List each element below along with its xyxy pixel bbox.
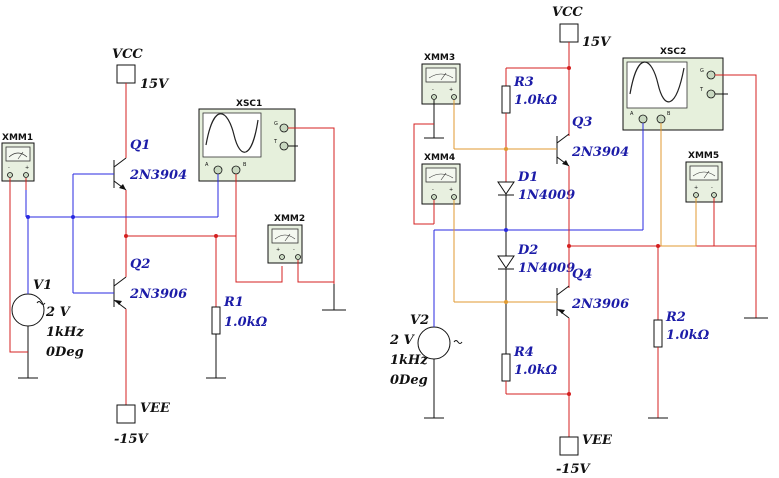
svg-text:+: + (276, 247, 280, 253)
right-v2-amp: 2 V (389, 333, 416, 348)
right-xmm4-multimeter[interactable]: XMM4 - + (421, 153, 461, 205)
svg-text:T: T (699, 87, 704, 93)
right-vcc-label: VCC (552, 5, 583, 20)
right-r3-ref: R3 (513, 75, 534, 90)
right-q3-ref: Q3 (572, 115, 592, 130)
right-r4-resistor[interactable]: R4 1.0kΩ (501, 345, 558, 394)
left-v1-freq: 1kHz (46, 325, 84, 340)
left-v1-phase: 0Deg (46, 345, 84, 360)
left-xmm1-multimeter[interactable]: XMM1 - + (1, 133, 35, 182)
left-v1-amp: 2 V (45, 305, 72, 320)
right-d1-diode[interactable]: D1 1N4009 (497, 170, 575, 203)
svg-text:+: + (449, 187, 453, 193)
right-xmm3-multimeter[interactable]: XMM3 - + (421, 53, 461, 105)
left-vee-label: VEE (140, 401, 171, 416)
svg-text:B: B (667, 111, 671, 117)
right-d1-ref: D1 (517, 170, 538, 185)
left-v1-source[interactable]: V1 2 V 1kHz 0Deg (11, 217, 84, 379)
right-v2-ref: V2 (410, 313, 429, 328)
svg-text:T: T (273, 139, 278, 145)
left-r1-resistor[interactable]: R1 1.0kΩ (206, 236, 268, 379)
right-q3-part: 2N3904 (571, 145, 629, 160)
svg-text:+: + (694, 185, 698, 191)
left-xmm1-label: XMM1 (2, 133, 33, 143)
left-vcc-value: 15V (140, 77, 170, 92)
right-r2-ref: R2 (665, 310, 686, 325)
right-d2-ref: D2 (517, 243, 538, 258)
left-q1-ref: Q1 (130, 138, 150, 153)
right-xmm5-multimeter[interactable]: XMM5 + - (685, 151, 723, 203)
left-xmm2-label: XMM2 (274, 214, 305, 224)
right-vee-supply[interactable]: VEE -15V (556, 433, 613, 477)
right-d1-part: 1N4009 (518, 188, 575, 203)
right-vee-label: VEE (582, 433, 613, 448)
right-q4-part: 2N3906 (571, 297, 629, 312)
right-xmm5-label: XMM5 (688, 151, 719, 161)
right-circuit: VCC 15V R3 1.0kΩ Q3 2N3904 (389, 5, 768, 477)
left-q1-part: 2N3904 (129, 168, 187, 183)
right-xsc2-label: XSC2 (660, 47, 686, 57)
right-d2-diode[interactable]: D2 1N4009 (497, 243, 575, 276)
left-vee-value: -15V (114, 432, 149, 447)
right-xmm3-label: XMM3 (424, 53, 455, 63)
svg-text:A: A (630, 111, 634, 117)
left-circuit: VCC 15V Q1 2N3904 Q2 2N3906 (1, 47, 346, 447)
left-vcc-label: VCC (112, 47, 143, 62)
left-xsc1-label: XSC1 (236, 99, 262, 109)
svg-text:A: A (205, 162, 209, 168)
right-v2-freq: 1kHz (390, 353, 428, 368)
right-q3-transistor[interactable]: Q3 2N3904 (556, 115, 629, 167)
right-r2-value: 1.0kΩ (666, 328, 710, 343)
right-r3-value: 1.0kΩ (514, 93, 558, 108)
svg-text:G: G (274, 121, 278, 127)
left-q1-transistor[interactable]: Q1 2N3904 (113, 108, 187, 191)
svg-text:-: - (8, 165, 10, 171)
left-r1-value: 1.0kΩ (224, 315, 268, 330)
svg-text:G: G (700, 68, 704, 74)
svg-text:-: - (432, 187, 434, 193)
right-r4-value: 1.0kΩ (514, 363, 558, 378)
right-v2-source[interactable]: V2 2 V 1kHz 0Deg (389, 230, 463, 419)
right-xsc2-oscilloscope[interactable]: XSC2 G T A B (622, 47, 724, 131)
svg-text:+: + (449, 87, 453, 93)
svg-text:-: - (293, 247, 295, 253)
left-v1-ref: V1 (33, 278, 52, 293)
right-d2-part: 1N4009 (518, 261, 575, 276)
svg-text:-: - (711, 185, 713, 191)
right-vcc-supply[interactable]: VCC 15V (552, 5, 612, 50)
svg-text:B: B (243, 162, 247, 168)
left-vee-supply[interactable]: VEE -15V (114, 401, 171, 447)
right-v2-phase: 0Deg (390, 373, 428, 388)
svg-text:-: - (432, 87, 434, 93)
left-q2-ref: Q2 (130, 257, 150, 272)
left-vcc-supply[interactable]: VCC 15V (112, 47, 170, 108)
left-xmm2-multimeter[interactable]: XMM2 + - (267, 214, 305, 264)
right-r4-ref: R4 (513, 345, 534, 360)
left-r1-ref: R1 (223, 295, 244, 310)
svg-text:+: + (25, 165, 29, 171)
right-vee-value: -15V (556, 462, 591, 477)
right-vcc-value: 15V (582, 35, 612, 50)
right-xmm4-label: XMM4 (424, 153, 455, 163)
right-q4-ref: Q4 (572, 267, 592, 282)
left-q2-transistor[interactable]: Q2 2N3906 (113, 257, 187, 310)
left-xsc1-oscilloscope[interactable]: XSC1 G T A B (198, 99, 296, 182)
right-r3-resistor[interactable]: R3 1.0kΩ (501, 68, 558, 182)
right-q4-transistor[interactable]: Q4 2N3906 (556, 267, 629, 319)
right-r2-resistor[interactable]: R2 1.0kΩ (648, 246, 710, 419)
left-q2-part: 2N3906 (129, 287, 187, 302)
